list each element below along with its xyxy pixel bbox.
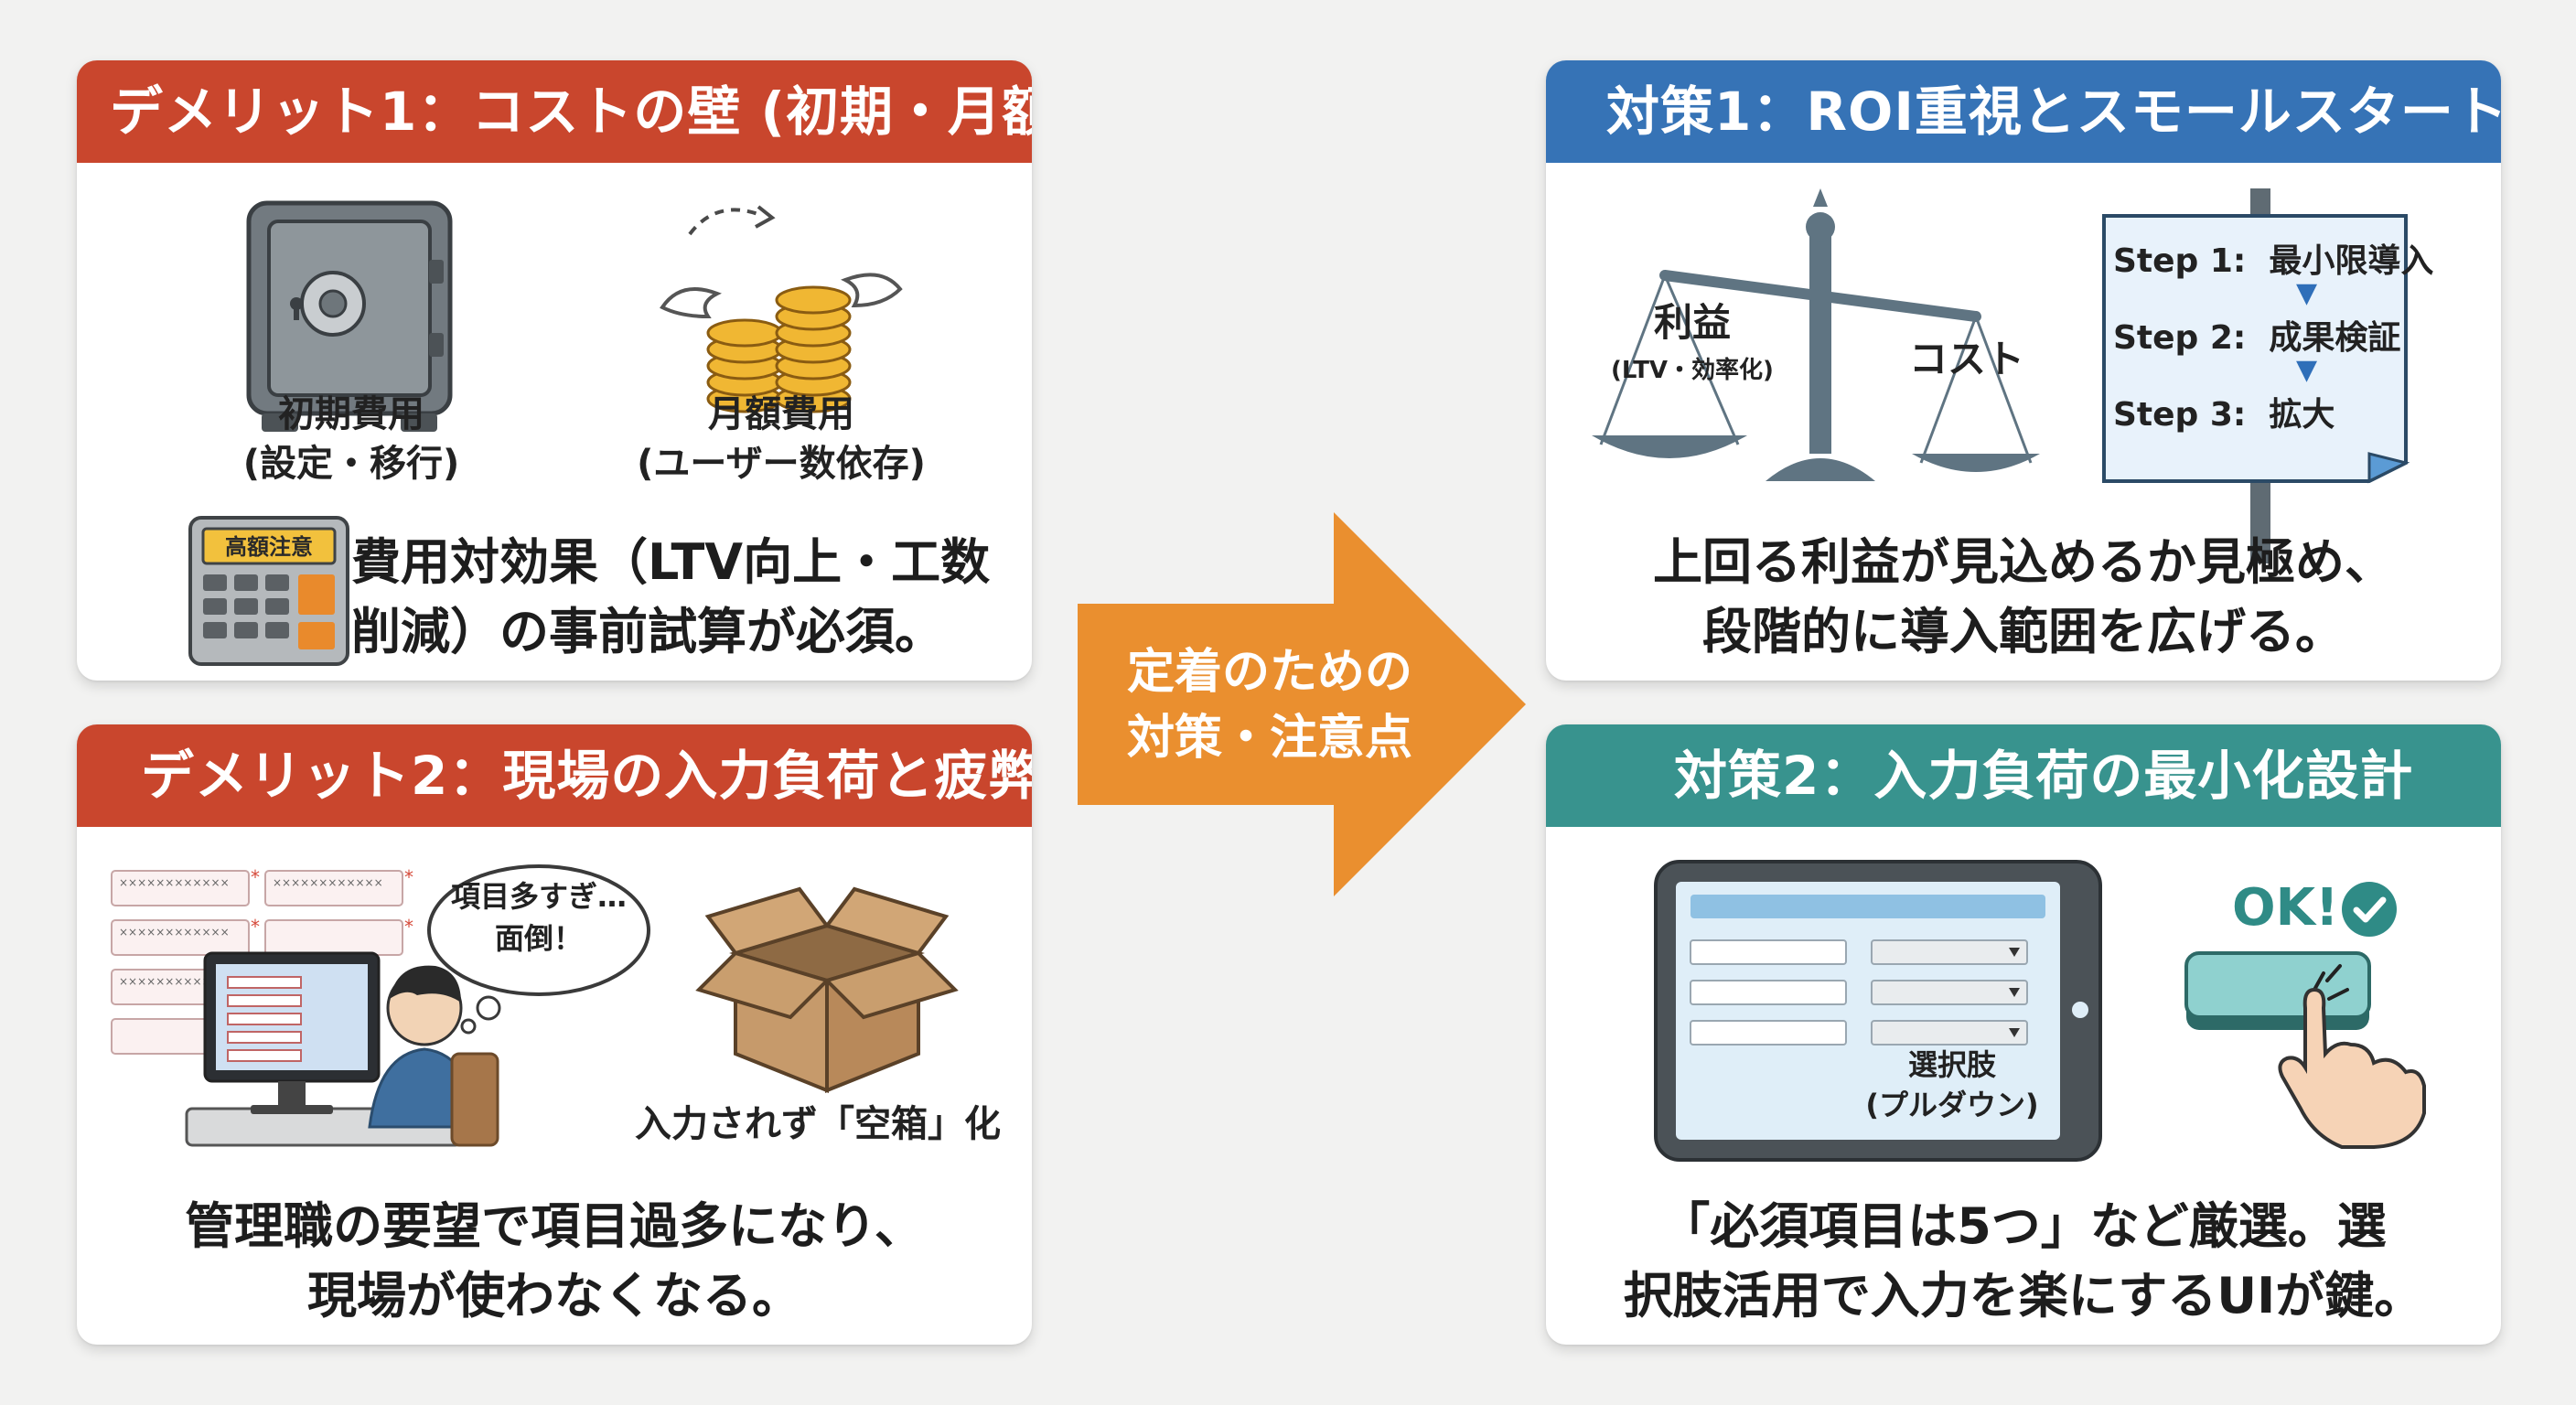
card-input-burden-title: デメリット2：現場の入力負荷と疲弊 <box>77 724 1032 827</box>
scale-right-label: コスト <box>1908 337 2024 381</box>
thought-bubble-text-1: 項目多すぎ… <box>450 879 627 914</box>
step-row-2: Step 2: 成果検証 <box>2113 311 2401 359</box>
card-cost-barrier-text-1: 費用対効果（LTV向上・工数 <box>351 533 991 591</box>
balance-scale-icon <box>1592 188 2040 481</box>
card-input-minimization: 対策2：入力負荷の最小化設計 選択肢 (プルダウン) OK! 「 <box>1546 724 2501 1345</box>
svg-text:*: * <box>251 916 260 938</box>
step-list: Step 1: 最小限導入 ▼ Step 2: 成果検証 ▼ Step 3: 拡… <box>2113 234 2433 509</box>
form-field-text-1: ×××××××××××× <box>119 876 230 889</box>
thought-bubble <box>427 864 650 1035</box>
center-arrow <box>1078 512 1526 896</box>
calculator-tag: 高額注意 <box>225 534 313 560</box>
empty-box-label: 入力されず「空箱」化 <box>635 1103 1001 1145</box>
svg-text:*: * <box>404 866 413 888</box>
initial-cost-label: 初期費用 <box>278 393 424 435</box>
card-input-minimization-text-1: 「必須項目は5つ」など厳選。選 <box>1660 1197 2387 1255</box>
step-arrow-1: ▼ <box>2296 277 2318 309</box>
form-fields-icon: ** ** ** <box>111 866 413 1055</box>
card-roi-small-start-title: 対策1：ROI重視とスモールスタート <box>1546 60 2501 163</box>
flying-coins-icon <box>660 205 903 413</box>
card-roi-small-start-text-1: 上回る利益が見込めるか見極め、 <box>1653 533 2394 591</box>
step-1-label: Step 1: <box>2113 242 2247 280</box>
step-2-text: 成果検証 <box>2269 319 2401 357</box>
safe-icon <box>246 200 453 432</box>
empty-box-icon <box>695 886 959 1093</box>
check-icon <box>2342 882 2397 937</box>
center-arrow-text-2: 対策・注意点 <box>1126 711 1412 766</box>
step-3-label: Step 3: <box>2113 396 2247 434</box>
step-row-3: Step 3: 拡大 <box>2113 388 2397 435</box>
step-1-text: 最小限導入 <box>2269 242 2434 280</box>
scale-left-sublabel: (LTV・効率化) <box>1611 357 1774 384</box>
step-row-1: Step 1: 最小限導入 <box>2113 234 2433 282</box>
center-arrow-text-1: 定着のための <box>1126 645 1412 700</box>
card-cost-barrier: デメリット1：コストの壁 (初期・月額) 初期費用 (設定・移行) <box>77 60 1032 681</box>
dropdown-label: 選択肢 <box>1907 1047 1996 1082</box>
svg-text:*: * <box>251 866 260 888</box>
card-input-minimization-text-2: 択肢活用で入力を楽にするUIが鍵。 <box>1623 1267 2424 1325</box>
card-roi-small-start-text-2: 段階的に導入範囲を広げる。 <box>1702 603 2345 660</box>
monthly-cost-sublabel: (ユーザー数依存) <box>637 443 926 485</box>
thought-bubble-text-2: 面倒！ <box>494 921 583 956</box>
step-signboard <box>2102 188 2410 563</box>
ok-button-icon <box>2184 951 2426 1149</box>
dropdown-sublabel: (プルダウン) <box>1865 1088 2039 1122</box>
card-cost-barrier-text-2: 削減）の事前試算が必須。 <box>351 603 944 660</box>
card-input-burden-text-2: 現場が使わなくなる。 <box>307 1267 801 1325</box>
tired-worker-icon <box>185 951 499 1147</box>
initial-cost-sublabel: (設定・移行) <box>242 443 460 485</box>
form-field-text-3: ×××××××××××× <box>119 926 230 938</box>
card-input-burden-text-1: 管理職の要望で項目過多になり、 <box>185 1197 924 1255</box>
step-2-label: Step 2: <box>2113 319 2247 357</box>
svg-text:*: * <box>404 916 413 938</box>
calculator-icon <box>188 516 349 666</box>
card-input-burden: デメリット2：現場の入力負荷と疲弊 ** ** ** ×××××××××××× … <box>77 724 1032 1345</box>
step-3-text: 拡大 <box>2269 396 2335 434</box>
scale-left-label: 利益 <box>1653 300 1731 345</box>
monthly-cost-label: 月額費用 <box>708 393 854 435</box>
tablet-form-icon <box>1654 860 2102 1162</box>
form-field-text-2: ×××××××××××× <box>273 876 383 889</box>
card-roi-small-start: 対策1：ROI重視とスモールスタート 利益 (LTV・効率化) コスト Step… <box>1546 60 2501 681</box>
card-cost-barrier-title: デメリット1：コストの壁 (初期・月額) <box>77 60 1032 163</box>
step-arrow-2: ▼ <box>2296 354 2318 386</box>
card-input-minimization-title: 対策2：入力負荷の最小化設計 <box>1546 724 2501 827</box>
ok-label: OK! <box>2232 878 2339 938</box>
form-field-text-4: ×××××××××××× <box>119 975 230 988</box>
